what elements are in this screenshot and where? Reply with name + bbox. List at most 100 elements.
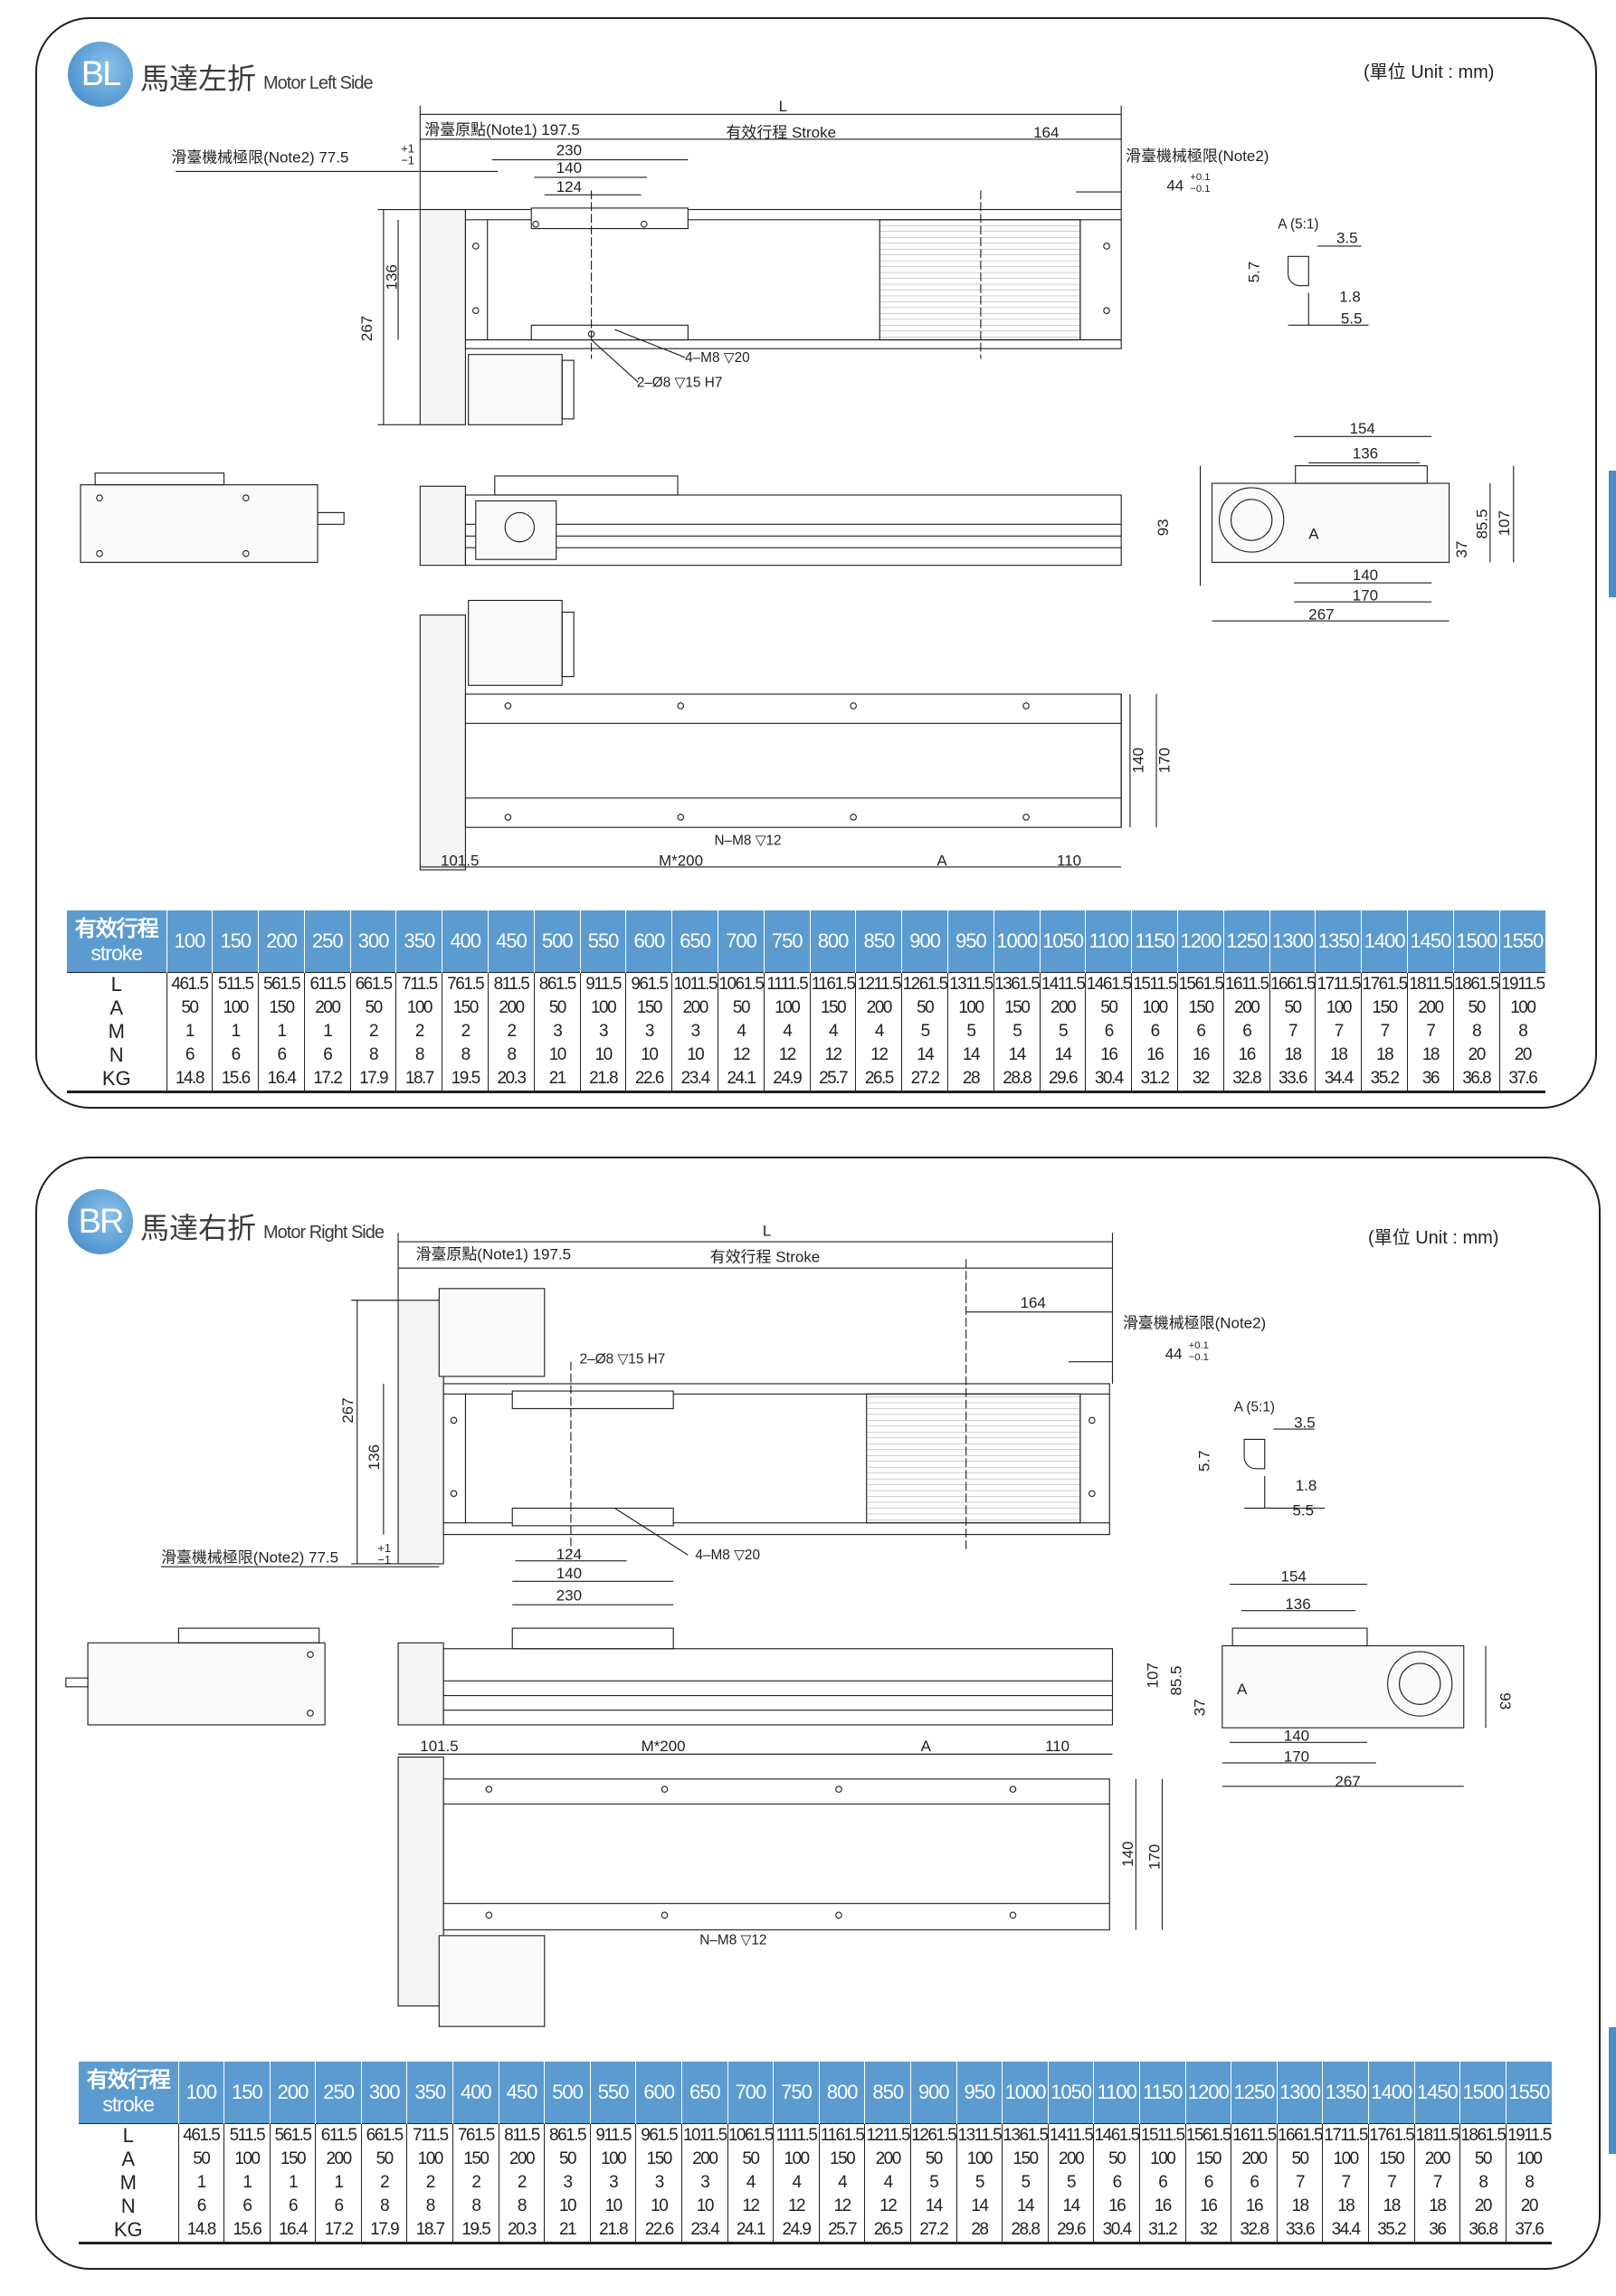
table-cell: 150 [452, 2148, 499, 2171]
dim-267: 267 [1308, 605, 1334, 623]
table-cell: 20.3 [498, 2218, 545, 2244]
dim-140: 140 [1353, 567, 1378, 584]
table-cell: 6 [1222, 1020, 1270, 1043]
stroke-column-header: 1550 [1505, 2062, 1552, 2124]
table-cell: 50 [727, 2148, 774, 2171]
stroke-column-header: 150 [223, 2062, 271, 2124]
table-cell: 2 [498, 2171, 545, 2195]
table-cell: 14.8 [166, 1067, 213, 1092]
table-cell: 12 [718, 1043, 765, 1067]
table-cell: 3 [671, 1020, 718, 1043]
table-cell: 3 [625, 1020, 672, 1043]
table-cell: 1461.5 [1093, 2123, 1140, 2148]
table-cell: 3 [589, 2171, 636, 2195]
unit-label: (單位 Unit : mm) [1364, 62, 1495, 82]
row-label: A [121, 2148, 136, 2170]
table-cell: 1761.5 [1361, 972, 1408, 996]
table-cell: 24.9 [763, 1067, 811, 1092]
table-cell: 17.9 [360, 2218, 407, 2244]
table-cell: 6 [166, 1043, 213, 1067]
detail-label: A (5:1) [1234, 1400, 1275, 1415]
table-cell: 200 [855, 996, 902, 1020]
bl-side-view [419, 475, 1122, 567]
table-cell: 18 [1315, 1043, 1362, 1067]
stroke-column-header: 1200 [1177, 910, 1224, 973]
bl-bottom-view [419, 599, 1157, 871]
table-cell: 36 [1413, 2218, 1460, 2244]
dim-origin: 滑臺原點(Note1) 197.5 [415, 1245, 571, 1262]
table-cell: 4 [809, 1020, 856, 1043]
stroke-column-header: 1500 [1459, 2062, 1507, 2124]
table-cell: 50 [544, 2148, 591, 2171]
table-cell: 8 [406, 2195, 453, 2218]
row-label: KG [101, 1067, 131, 1090]
stroke-column-header: 200 [258, 910, 305, 973]
table-cell: 27.2 [910, 2218, 957, 2244]
br-top-view [160, 1233, 1114, 1605]
stroke-column-header: 1350 [1322, 2062, 1369, 2124]
table-cell: 2 [452, 2171, 499, 2195]
table-cell: 200 [1222, 996, 1270, 1020]
dim-140: 140 [1284, 1728, 1309, 1745]
stroke-column-header: 850 [855, 910, 902, 973]
stroke-column-header: 250 [303, 910, 351, 973]
table-cell: 761.5 [452, 2123, 499, 2148]
table-cell: 20.3 [488, 1067, 535, 1092]
table-cell: 3 [579, 1020, 626, 1043]
table-cell: 100 [955, 2148, 1003, 2171]
row-label: A [109, 996, 124, 1019]
table-cell: 22.6 [625, 1067, 672, 1092]
table-cell: 10 [681, 2195, 728, 2218]
table-cell: 511.5 [212, 972, 259, 996]
table-cell: 100 [773, 2148, 820, 2171]
table-cell: 50 [1085, 996, 1132, 1020]
table-cell: 1811.5 [1407, 972, 1454, 996]
dim-140: 140 [1129, 748, 1146, 773]
stroke-column-header: 750 [773, 2062, 820, 2124]
stroke-header-en: stroke [102, 2091, 155, 2116]
table-cell: 6 [177, 2195, 224, 2218]
stroke-column-header: 1550 [1498, 910, 1545, 973]
dim-110: 110 [1057, 852, 1081, 869]
mark-a: A [1237, 1681, 1248, 1698]
table-cell: 200 [864, 2148, 911, 2171]
table-cell: 12 [855, 1043, 902, 1067]
row-label: M [119, 2171, 137, 2194]
stroke-column-header: 1300 [1269, 910, 1316, 973]
table-cell: 2 [406, 2171, 453, 2195]
table-cell: 15.6 [223, 2218, 271, 2244]
table-cell: 15.6 [212, 1067, 259, 1092]
bl-top-view [176, 105, 1122, 425]
table-cell: 2 [360, 2171, 407, 2195]
table-cell: 2 [349, 1020, 396, 1043]
dim-101-5: 101.5 [420, 1738, 458, 1755]
table-cell: 4 [773, 2171, 820, 2195]
table-cell: 12 [864, 2195, 911, 2218]
table-cell: 461.5 [166, 972, 213, 996]
stroke-column-header: 750 [763, 910, 811, 973]
stroke-column-header: 950 [947, 910, 994, 973]
table-cell: 561.5 [258, 972, 305, 996]
table-cell: 911.5 [579, 972, 626, 996]
table-cell: 20 [1498, 1043, 1545, 1067]
dim-140: 140 [1119, 1842, 1136, 1867]
table-cell: 1861.5 [1452, 972, 1500, 996]
stroke-column-header: 700 [727, 2062, 774, 2124]
page-edge-tab [1609, 2027, 1616, 2154]
table-cell: 14 [1039, 1043, 1086, 1067]
table-cell: 50 [1269, 996, 1316, 1020]
table-cell: 34.4 [1322, 2218, 1369, 2244]
table-cell: 511.5 [223, 2123, 271, 2148]
stroke-column-header: 500 [533, 910, 581, 973]
stroke-column-header: 800 [818, 2062, 865, 2124]
table-cell: 100 [223, 2148, 271, 2171]
table-cell: 14 [1047, 2195, 1094, 2218]
table-cell: 18 [1407, 1043, 1454, 1067]
table-cell: 34.4 [1315, 1067, 1362, 1092]
table-cell: 200 [488, 996, 535, 1020]
